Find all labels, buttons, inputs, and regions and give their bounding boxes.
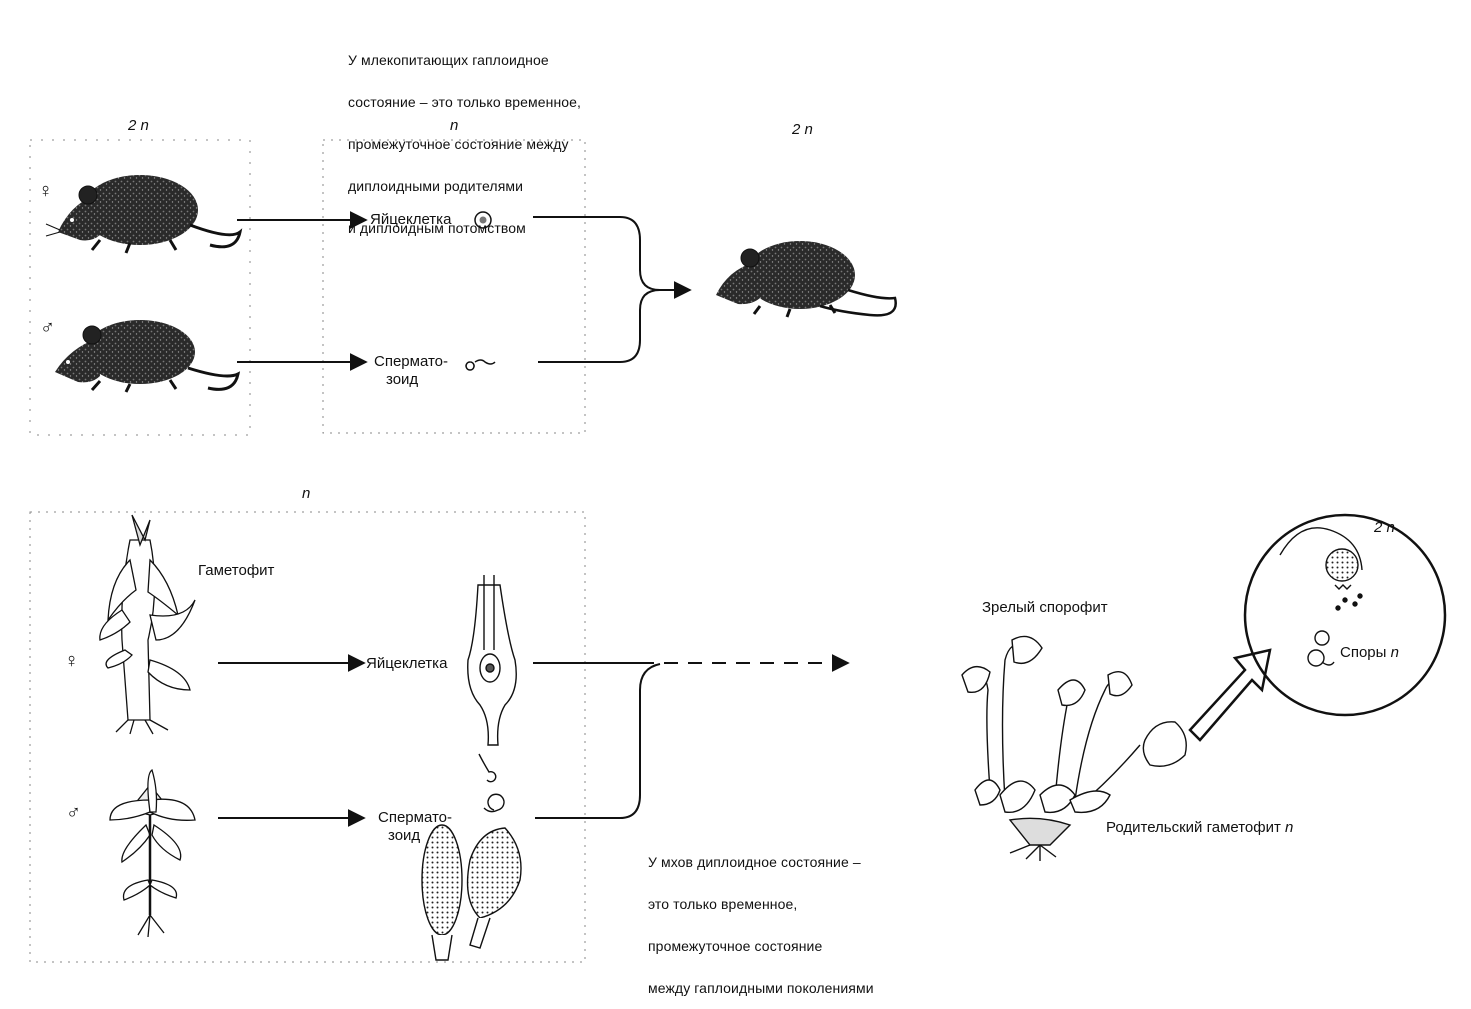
male-symbol: ♂ — [40, 317, 55, 339]
mammal-note-line: и диплоидным потомством — [348, 220, 526, 236]
moss-note-line: это только временное, — [648, 896, 798, 912]
moss-sperm-label-line2: зоид — [388, 827, 421, 844]
spores-label: Споры n — [1340, 645, 1399, 661]
mammal-arrows — [237, 211, 692, 371]
mature-sporophyte-drawing — [961, 635, 1187, 861]
inset-ploidy-label: 2 n — [1374, 519, 1395, 536]
moss-note-line: между гаплоидными поколениями — [648, 980, 874, 996]
spore-capsule-inset-circle — [1243, 513, 1447, 717]
female-mouse-drawing — [45, 175, 243, 254]
male-gametophyte-drawing — [109, 768, 196, 938]
spore-capsule-inset-drawing — [1279, 527, 1363, 667]
antheridium-drawing — [421, 753, 522, 961]
egg-cell-icon — [474, 211, 492, 229]
diagram-artwork — [29, 139, 1447, 963]
egg-cell-label: Яйцеклетка — [370, 211, 452, 228]
moss-egg-label: Яйцеклетка — [366, 655, 448, 672]
parent-gametophyte-text: Родительский гаметофит — [1106, 819, 1281, 836]
ploidy-offspring-label: 2 n — [792, 121, 813, 138]
moss-gametophyte-frame — [29, 511, 586, 963]
female-symbol: ♀ — [38, 180, 53, 202]
mammal-note: У млекопитающих гаплоидное состояние – э… — [348, 25, 581, 249]
sperm-label-line2: зоид — [386, 371, 419, 388]
magnify-callout — [1188, 648, 1272, 742]
moss-arrows — [218, 654, 850, 827]
ploidy-gametes-label: n — [450, 117, 459, 134]
spores-ploidy: n — [1390, 644, 1399, 661]
offspring-mouse-drawing — [716, 241, 897, 318]
moss-note-line: У мхов диплоидное состояние – — [648, 854, 861, 870]
gametophyte-label: Гаметофит — [198, 562, 275, 579]
moss-note-line: промежуточное состояние — [648, 938, 823, 954]
archegonium-drawing — [467, 575, 517, 746]
mammal-gametes-frame — [322, 139, 586, 434]
mammal-note-line: состояние – это только временное, — [348, 94, 582, 110]
mammal-note-line: диплоидными родителями — [348, 178, 524, 194]
moss-note: У мхов диплоидное состояние – это только… — [648, 827, 874, 1009]
sperm-cell-icon — [465, 359, 496, 371]
spores-text: Споры — [1340, 644, 1387, 661]
parent-gametophyte-label: Родительский гаметофит n — [1106, 820, 1293, 836]
mature-sporophyte-label: Зрелый спорофит — [982, 599, 1108, 616]
ploidy-parents-label: 2 n — [128, 117, 149, 134]
sperm-label-line1: Спермато- — [374, 353, 449, 370]
moss-female-symbol: ♀ — [64, 650, 79, 672]
male-mouse-drawing — [55, 320, 241, 393]
mammal-note-line: У млекопитающих гаплоидное — [348, 52, 549, 68]
parent-gametophyte-ploidy: n — [1285, 819, 1294, 836]
mammal-note-line: промежуточное состояние между — [348, 136, 569, 152]
female-gametophyte-drawing — [99, 514, 196, 735]
ploidy-gametophyte-label: n — [302, 485, 311, 502]
moss-sperm-label-line1: Спермато- — [378, 809, 453, 826]
moss-male-symbol: ♂ — [66, 802, 81, 824]
